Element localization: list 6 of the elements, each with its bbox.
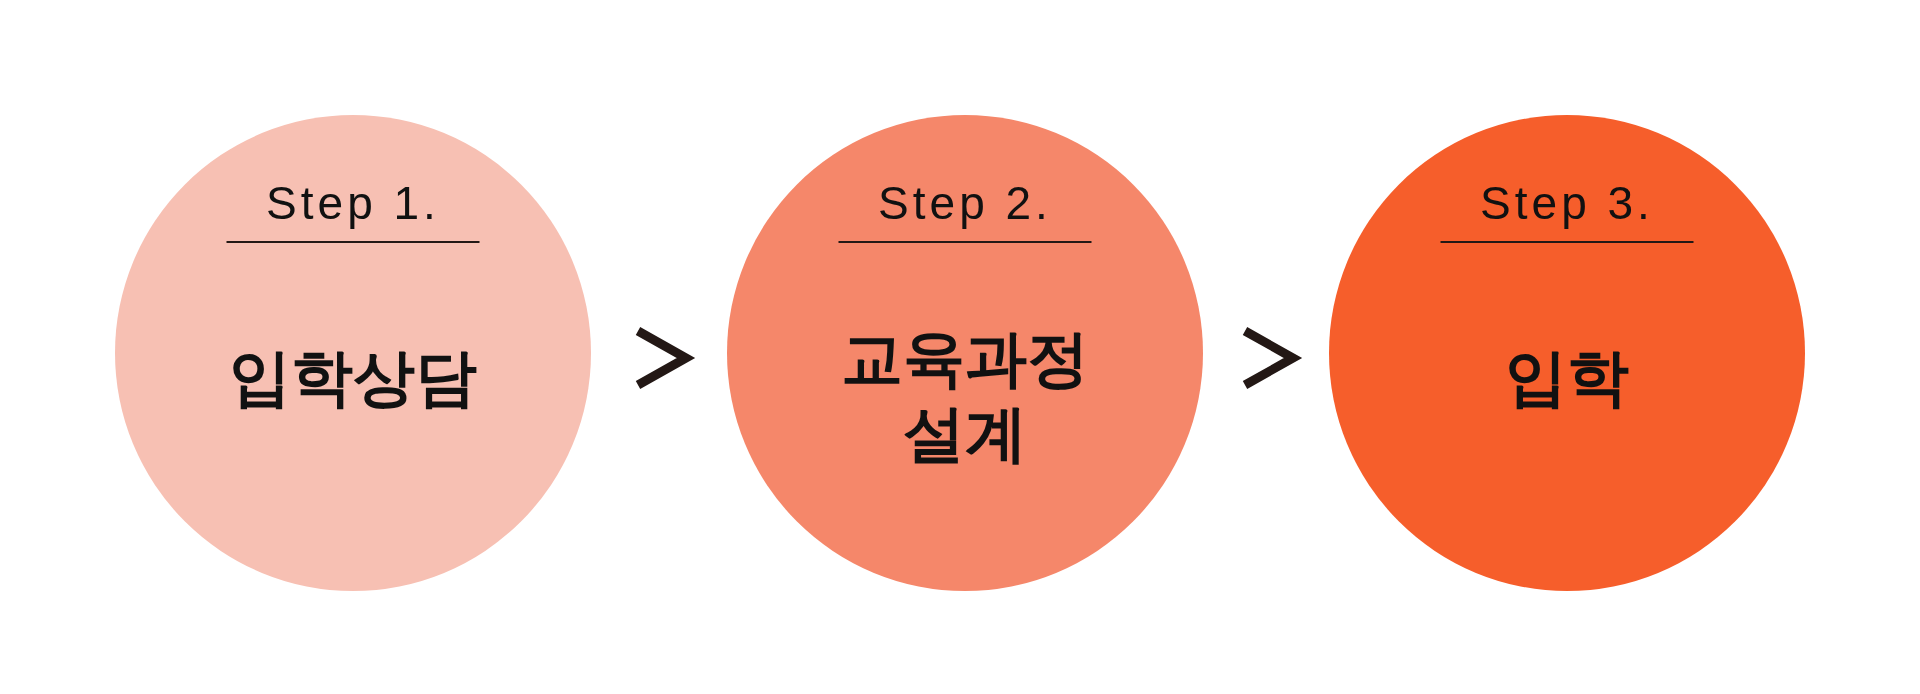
step-title: 입학: [1505, 339, 1629, 415]
step-title: 교육과정 설계: [841, 321, 1089, 471]
step-label: Step 3.: [1480, 177, 1654, 229]
step-label: Step 1.: [266, 177, 440, 229]
step-title: 입학상담: [229, 339, 477, 415]
step-label: Step 2.: [878, 177, 1052, 229]
